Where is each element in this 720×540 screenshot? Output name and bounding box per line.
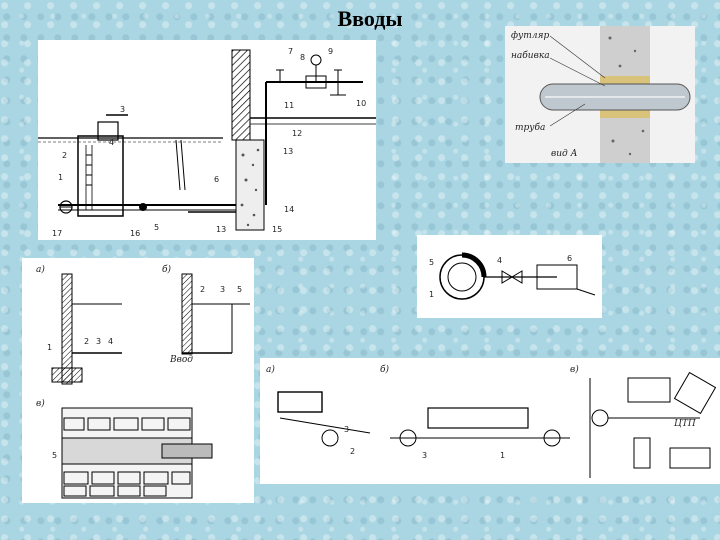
diagram-number: 3 [120,105,125,114]
diagram-number: 12 [292,129,302,138]
svg-text:4: 4 [497,256,502,265]
variant-b-label: б) [162,264,171,275]
svg-text:6: 6 [567,254,572,263]
diagram-number: 13 [216,225,226,234]
svg-text:1: 1 [429,290,434,299]
svg-text:5: 5 [429,258,434,267]
meter-installation-diagram: а) 3 2 б) 3 1 в) ЦТП [260,358,720,484]
diagram-number: 16 [130,229,140,238]
water-inlet-diagram: 3 2 1 4 5 6 7 8 9 10 11 12 13 13 14 15 1… [38,40,376,240]
diagram-number: 17 [52,229,62,238]
diagram-number: 13 [283,147,293,156]
inlet-variants-diagram: а) 1 2 3 4 б) 2 3 5 Ввод в) 5 [22,258,254,503]
svg-text:5: 5 [52,451,57,460]
pipe-label: труба [515,122,545,133]
meter-assembly-diagram: 5 1 4 6 [417,235,602,318]
svg-text:3: 3 [96,337,101,346]
pipe-sleeve-diagram: футляр набивка труба вид А [505,26,695,163]
diagram-number: 10 [356,99,366,108]
diagram-number: 9 [328,47,333,56]
diagram-number: 14 [284,205,294,214]
diagram-number: 2 [62,151,67,160]
diagram-number: 5 [154,223,159,232]
sleeve-label: футляр [511,31,549,41]
variant-a-number: 1 [47,343,52,352]
svg-text:3: 3 [422,451,427,460]
diagram-number: 6 [214,175,219,184]
svg-text:4: 4 [108,337,113,346]
svg-text:1: 1 [500,451,505,460]
variant-c-label: в) [36,398,45,409]
variant-a-label: а) [36,264,45,275]
svg-text:3: 3 [344,425,349,434]
svg-text:2: 2 [84,337,89,346]
diagram-number: 11 [284,101,294,110]
svg-text:5: 5 [237,285,242,294]
diagram-number: 1 [58,173,63,182]
install-a-label: а) [266,364,275,375]
svg-text:3: 3 [220,285,225,294]
ctp-label: ЦТП [674,419,696,429]
svg-text:2: 2 [350,447,355,456]
install-b-label: б) [380,364,389,375]
slide-title: Вводы [337,6,403,31]
diagram-number: 15 [272,225,282,234]
packing-label: набивка [511,50,550,61]
diagram-number: 8 [300,53,305,62]
view-label: вид А [551,149,578,159]
svg-text:2: 2 [200,285,205,294]
install-c-label: в) [570,364,579,375]
diagram-number: 7 [288,47,293,56]
diagram-number: 4 [109,138,114,147]
inlet-label: Ввод [169,355,193,365]
